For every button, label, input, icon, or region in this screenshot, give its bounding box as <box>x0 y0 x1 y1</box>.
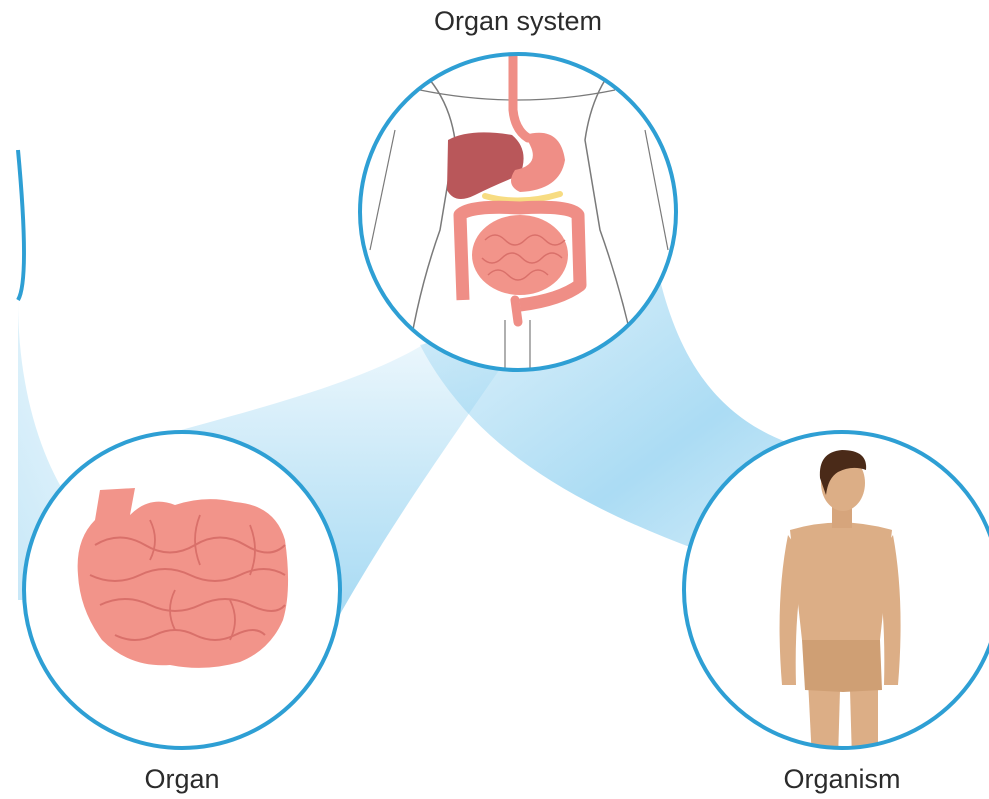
organism-circle <box>684 432 989 760</box>
organ-circle <box>24 432 340 748</box>
organ-label: Organ <box>144 766 219 793</box>
organ-system-label: Organ system <box>434 8 602 35</box>
small-intestine-icon <box>78 488 288 668</box>
organism-label: Organism <box>783 766 900 793</box>
